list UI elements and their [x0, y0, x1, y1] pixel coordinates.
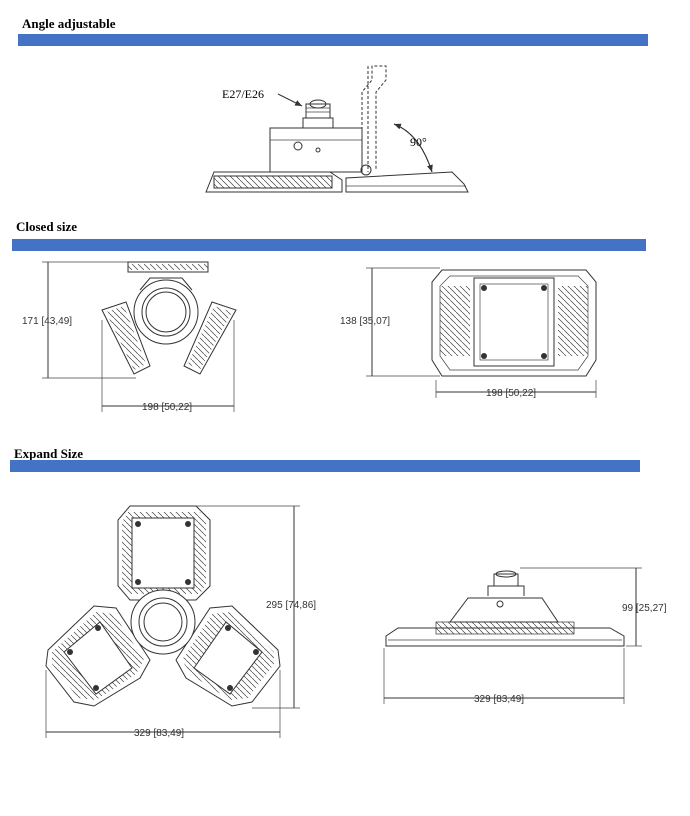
- socket-label: E27/E26: [222, 87, 264, 101]
- angle-label: 90°: [410, 135, 427, 149]
- expanded-height-left: 295 [74,86]: [266, 600, 316, 611]
- closed-height-left: 171 [43,49]: [22, 316, 72, 327]
- expanded-width-left: 329 [83,49]: [134, 728, 184, 739]
- section-bar-angle: [18, 34, 648, 46]
- closed-right-dimensions: [366, 267, 597, 398]
- expanded-top-view: [45, 505, 281, 707]
- expanded-right-dimensions: [383, 567, 642, 704]
- section-title-angle: Angle adjustable: [22, 16, 116, 31]
- angle-side-view: [205, 65, 469, 193]
- closed-left-dimensions: [42, 261, 235, 412]
- expanded-side-view: [385, 570, 625, 647]
- section-title-closed: Closed size: [16, 219, 78, 234]
- closed-height-right: 138 [35,07]: [340, 316, 390, 327]
- closed-width-right: 198 [50,22]: [486, 388, 536, 399]
- section-bar-closed: [12, 239, 646, 251]
- section-title-expand: Expand Size: [14, 446, 83, 461]
- closed-top-view: [431, 269, 597, 377]
- closed-side-view: [101, 261, 237, 375]
- section-bar-expand: [10, 460, 640, 472]
- closed-width-left: 198 [50,22]: [142, 402, 192, 413]
- expanded-width-right: 329 [83,49]: [474, 694, 524, 705]
- expanded-height-right: 99 [25,27]: [622, 603, 667, 614]
- expanded-left-dimensions: [45, 505, 300, 738]
